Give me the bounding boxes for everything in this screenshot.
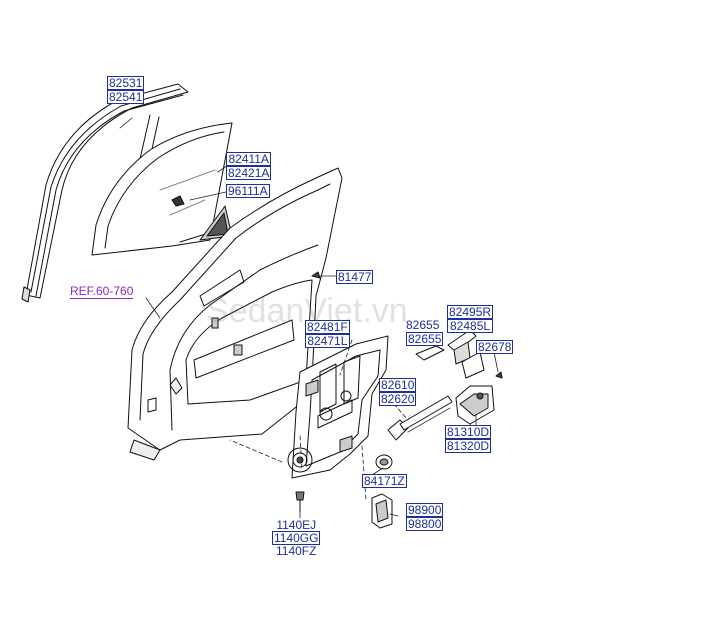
part-label-81477[interactable]: 81477	[336, 270, 374, 284]
screw	[311, 271, 321, 279]
screw	[495, 371, 503, 379]
part-label-82655-lower[interactable]: 82655	[406, 332, 444, 346]
part-label-98900[interactable]: 98900	[406, 503, 444, 517]
callout-regulator: 82481F 82471L	[305, 320, 350, 348]
part-label-96111a[interactable]: 96111A	[226, 184, 270, 198]
door-actuator	[371, 493, 393, 529]
callout-glass-run: 82531 82541	[107, 76, 145, 104]
outside-handle	[447, 329, 485, 379]
part-label-84171z[interactable]: 84171Z	[362, 474, 407, 488]
inside-handle	[387, 395, 453, 441]
part-label-82471l[interactable]: 82471L	[305, 334, 350, 348]
part-label-82620[interactable]: 82620	[379, 392, 417, 406]
part-label-82411a[interactable]: 82411A	[226, 152, 272, 166]
mirror-patch	[199, 205, 233, 241]
callout-handle-grip: 82495R 82485L	[447, 305, 494, 333]
part-label-81310d[interactable]: 81310D	[445, 425, 492, 439]
part-label-82495r[interactable]: 82495R	[447, 305, 494, 319]
part-label-82541[interactable]: 82541	[107, 90, 145, 104]
part-label-82481f[interactable]: 82481F	[305, 320, 350, 334]
part-label-1140gg[interactable]: 1140GG	[272, 531, 321, 545]
part-label-82678[interactable]: 82678	[476, 340, 514, 354]
door-latch	[455, 385, 495, 445]
callout-inside-handle: 82610 82620	[379, 378, 417, 406]
callout-actuator: 98900 98800	[406, 503, 444, 531]
part-label-82485l[interactable]: 82485L	[447, 319, 494, 333]
part-label-1140fz[interactable]: 1140FZ	[276, 544, 317, 558]
handle-cover	[415, 345, 445, 361]
part-label-1140ej[interactable]: 1140EJ	[276, 518, 317, 532]
part-label-82610[interactable]: 82610	[379, 378, 417, 392]
door-glass	[91, 122, 233, 256]
part-label-82655-upper[interactable]: 82655	[406, 318, 440, 332]
callout-latch: 81310D 81320D	[445, 425, 492, 453]
part-label-81320d[interactable]: 81320D	[445, 439, 492, 453]
door-shell	[127, 167, 343, 461]
part-label-98800[interactable]: 98800	[406, 517, 444, 531]
part-label-82421a[interactable]: 82421A	[226, 166, 272, 180]
callout-door-glass: 82411A 82421A	[226, 152, 272, 180]
part-label-82531[interactable]: 82531	[107, 76, 145, 90]
callout-bolt: 1140EJ 1140GG 1140FZ	[272, 518, 321, 558]
bolt	[295, 491, 305, 513]
reference-link[interactable]: REF.60-760	[70, 284, 134, 299]
regulator-module-panel	[287, 335, 389, 479]
